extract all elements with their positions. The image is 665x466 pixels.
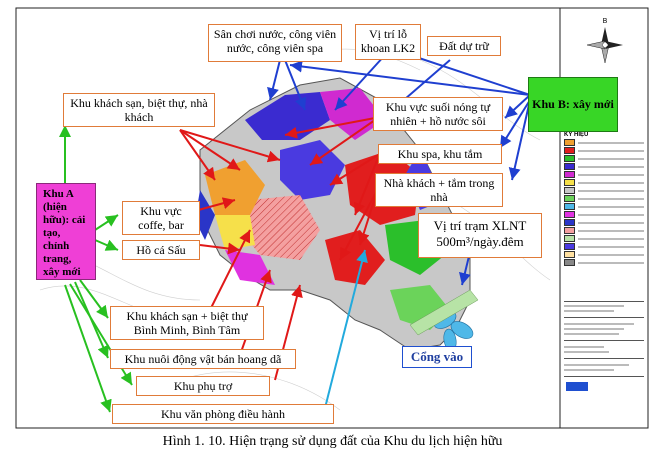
label-borehole: Vị trí lỗ khoan LK2: [355, 24, 421, 60]
label-entrance-gate: Cổng vào: [402, 346, 472, 368]
label-wildlife: Khu nuôi động vật bán hoang dã: [110, 349, 296, 369]
label-hot-spring: Khu vực suối nóng tự nhiên + hồ nước sôi: [373, 97, 503, 131]
label-hotel-zone: Khu khách sạn, biệt thự, nhà khách: [63, 93, 215, 127]
legend-item: [564, 251, 644, 258]
label-water-park: Sân chơi nước, công viên nước, công viên…: [208, 24, 342, 62]
label-wastewater-station: Vị trí trạm XLNT 500m³/ngày.đêm: [418, 213, 542, 258]
zone-purple-north: [245, 92, 330, 140]
label-wastewater-line2: 500m³/ngày.đêm: [436, 234, 524, 249]
label-binh-minh: Khu khách sạn + biệt thự Bình Minh, Bình…: [110, 306, 264, 340]
label-zone-a: Khu A (hiện hữu): cải tạo, chỉnh trang, …: [36, 183, 96, 280]
label-auxiliary: Khu phụ trợ: [136, 376, 270, 396]
label-zone-b: Khu B: xây mới: [528, 77, 618, 132]
legend-item: [564, 187, 644, 194]
legend-item: [564, 155, 644, 162]
zone-orange-west: [205, 160, 265, 215]
legend-item: [564, 163, 644, 170]
legend-item: [564, 147, 644, 154]
north-arrow: B: [586, 18, 623, 64]
label-crocodile-lake: Hồ cá Sấu: [122, 240, 200, 260]
label-admin-office: Khu văn phòng điều hành: [112, 404, 334, 424]
zone-purple-center: [280, 140, 345, 200]
legend-item: [564, 203, 644, 210]
label-coffee-bar: Khu vực coffe, bar: [122, 201, 200, 235]
cyan-arrow: [324, 249, 368, 409]
legend-item: [564, 235, 644, 242]
label-reserve-land: Đất dự trữ: [427, 36, 501, 56]
legend-item: [564, 179, 644, 186]
title-block: [564, 298, 644, 424]
entrance-water-feature: [433, 311, 474, 352]
north-arrow-letter: B: [603, 18, 608, 25]
label-spa: Khu spa, khu tắm: [378, 144, 502, 164]
legend: KÝ HIỆU: [564, 132, 644, 292]
zone-hatched: [240, 195, 320, 260]
legend-item: [564, 171, 644, 178]
legend-item: [564, 139, 644, 146]
figure-caption: Hình 1. 10. Hiện trạng sử dụng đất của K…: [162, 434, 503, 449]
legend-item: [564, 219, 644, 226]
label-wastewater-line1: Vị trí trạm XLNT: [433, 218, 527, 233]
legend-item: [564, 227, 644, 234]
zone-blue-west: [195, 190, 215, 240]
legend-item: [564, 195, 644, 202]
caption-continuation: ​: [150, 455, 500, 466]
zone-red-south: [325, 230, 385, 285]
legend-item: [564, 259, 644, 266]
legend-title: KÝ HIỆU: [564, 132, 589, 138]
green-strip: [409, 289, 479, 336]
legend-item: [564, 243, 644, 250]
red-arrows: [179, 117, 381, 381]
label-guesthouse-bath: Nhà khách + tắm trong nhà: [375, 173, 503, 207]
legend-item: [564, 211, 644, 218]
